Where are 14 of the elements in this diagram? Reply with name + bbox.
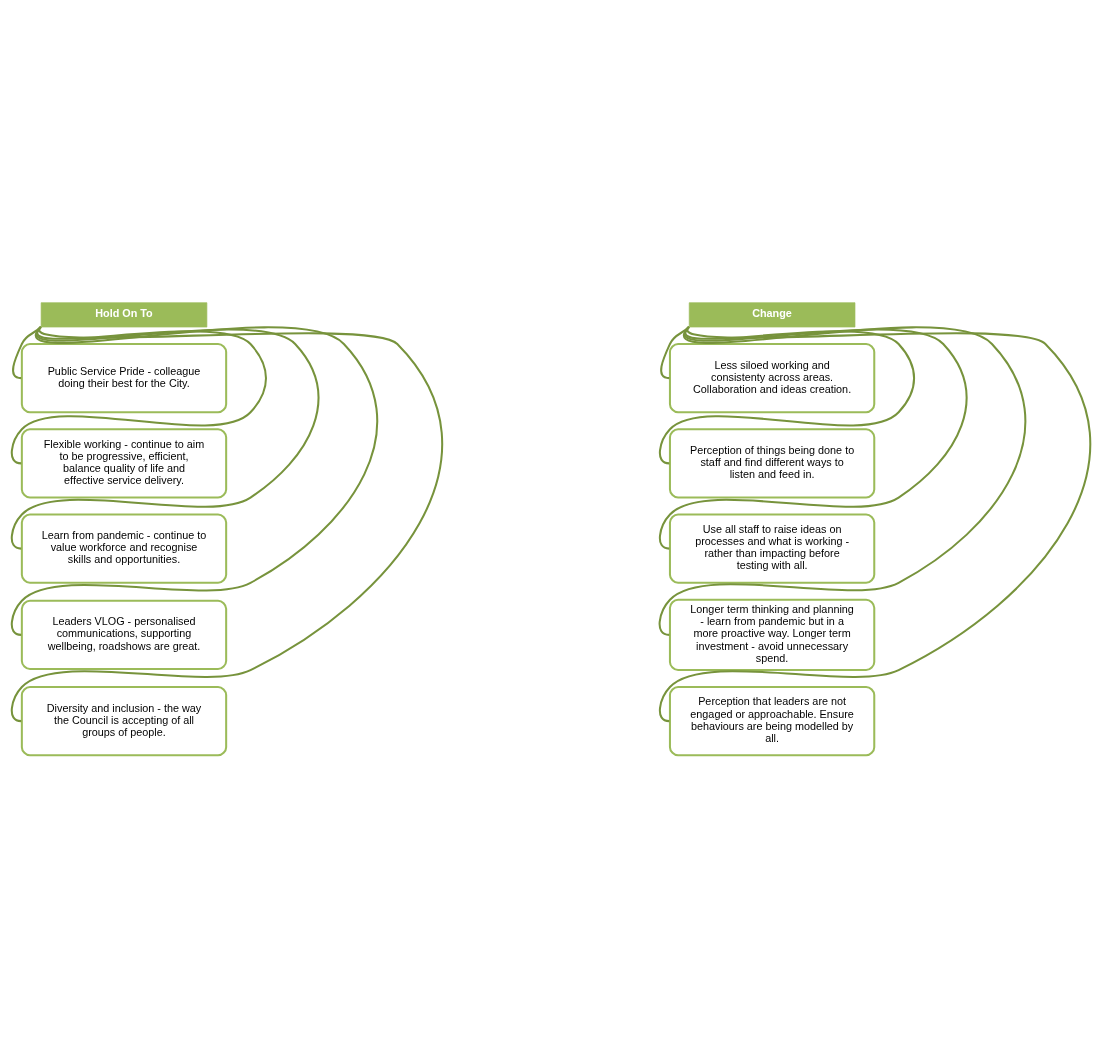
node-box: Perception of things being done to staff and find different ways to listen and feed in. [668, 428, 876, 499]
node-box: Hold On To [40, 302, 208, 328]
node-box: Longer term thinking and planning - learn from pandemic but in a more proactive way. Longer term investment - avoid unnecessary spend. [668, 598, 876, 672]
node-box: Less siloed working and consistenty across areas. Collaboration and ideas creation. [668, 342, 876, 414]
node-box: Flexible working - continue to aim to be progressive, efficient, balance quality of life and effective service delivery. [20, 428, 228, 499]
node-box: Public Service Pride - colleague doing their best for the City. [20, 342, 228, 414]
connector [11, 326, 378, 636]
connector [11, 326, 443, 722]
node-box: Perception that leaders are not engaged or approachable. Ensure behaviours are being modelled by all. [668, 685, 876, 757]
node-box: Change [688, 302, 856, 328]
node-box: Leaders VLOG - personalised communications, supporting wellbeing, roadshows are great. [20, 599, 228, 671]
node-box: Learn from pandemic - continue to value workforce and recognise skills and opportunities. [20, 513, 228, 584]
node-box: Use all staff to raise ideas on processes and what is working - rather than impacting before testing with all. [668, 513, 876, 584]
node-box: Diversity and inclusion - the way the Council is accepting of all groups of people. [20, 685, 228, 757]
